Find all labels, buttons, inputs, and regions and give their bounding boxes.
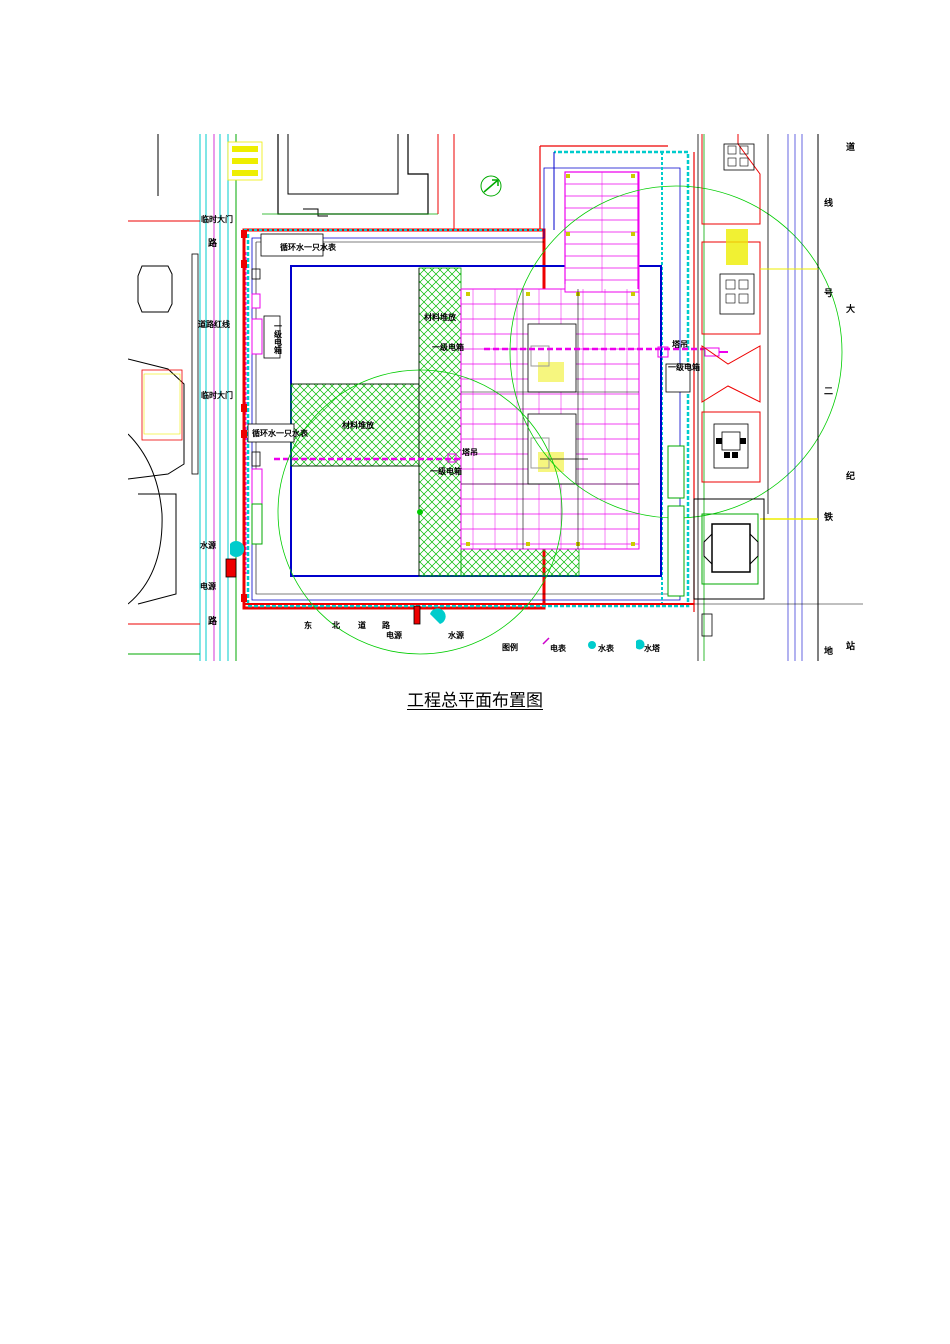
- pipe-label-mid: 循环水一只水表: [251, 428, 309, 438]
- legend-item-water-tower: 水塔: [643, 643, 661, 653]
- site-plan-drawing: 临时大门 临时大门 道路红线 水源 电源 水源 电源 材料堆放 材料堆放 一级电…: [128, 134, 863, 661]
- north-arrow-icon: [480, 175, 502, 197]
- right-buildings: [693, 134, 863, 661]
- pipe-label-top: 循环水一只水表: [279, 242, 337, 252]
- control-point: [631, 174, 635, 178]
- tower-crane-right-label: 塔吊: [672, 339, 688, 349]
- control-point: [466, 292, 470, 296]
- site-plan-svg: 临时大门 临时大门 道路红线 水源 电源 水源 电源 材料堆放 材料堆放 一级电…: [128, 134, 863, 661]
- power-source-left-label: 电源: [200, 581, 216, 591]
- temp-gate-mid-label: 临时大门: [201, 390, 233, 400]
- control-point: [466, 542, 470, 546]
- core-area: [461, 289, 639, 549]
- storage-area-upper-label: 材料堆放: [424, 312, 457, 322]
- control-point: [631, 542, 635, 546]
- bottom-road-char: 北: [332, 620, 340, 630]
- power-source-bottom-label: 电源: [386, 630, 402, 640]
- water-source-bottom-icon: [430, 608, 446, 624]
- tower-crane-icon: [657, 346, 669, 358]
- water-source-left-icon: [230, 541, 245, 557]
- meter-box-inner-lower-label: 一级电箱: [430, 466, 462, 476]
- right-avenue-char: 道: [846, 141, 855, 153]
- bottom-road-labels: 东北道路: [304, 620, 391, 630]
- left-facilities: [225, 230, 446, 625]
- left-street-top-label: 路: [208, 237, 218, 249]
- right-avenue-char: 铁: [824, 511, 833, 523]
- top-building: [227, 134, 668, 230]
- legend-item-water-meter: 水表: [597, 643, 615, 653]
- left-road-lines: [128, 134, 237, 661]
- tower-crane-mid-label: 塔吊: [462, 447, 478, 457]
- control-point: [526, 292, 530, 296]
- storage-area-left-label: 材料堆放: [342, 420, 375, 430]
- bottom-road-char: 路: [382, 620, 391, 630]
- right-avenue-char: 线: [824, 197, 833, 209]
- labels: 临时大门 临时大门 道路红线 水源 电源 水源 电源 材料堆放 材料堆放 一级电…: [198, 214, 700, 640]
- tower-crane-icon-2: [447, 453, 457, 463]
- figure-caption: 工程总平面布置图: [407, 691, 543, 711]
- water-meter-icon: [588, 641, 596, 649]
- bottom-road-char: 道: [358, 620, 366, 630]
- meter-box-top-label: 一级电箱: [273, 322, 283, 355]
- control-point: [566, 232, 570, 236]
- bottom-road-char: 东: [304, 620, 312, 630]
- legend-title: 图例: [502, 642, 518, 652]
- water-source-bottom-label: 水源: [447, 630, 464, 640]
- temp-gate-top-label: 临时大门: [201, 214, 233, 224]
- meter-box-inner-upper-label: 一级电箱: [432, 342, 464, 352]
- meter-icon: [542, 637, 550, 645]
- power-source-left-icon: [225, 558, 237, 578]
- control-point: [566, 174, 570, 178]
- right-avenue-char: 纪: [846, 470, 855, 482]
- right-avenue-char: 站: [846, 640, 855, 652]
- control-point: [631, 292, 635, 296]
- right-avenue-char: 二: [824, 387, 833, 397]
- power-source-bottom-icon: [413, 605, 421, 625]
- legend: 图例 电表 水表 水塔: [502, 637, 661, 653]
- water-source-left-label: 水源: [199, 540, 216, 550]
- water-tower-icon: [636, 639, 645, 650]
- left-street-bottom-label: 路: [208, 615, 218, 627]
- control-point: [526, 542, 530, 546]
- control-point: [631, 232, 635, 236]
- storage-hatch: [290, 267, 580, 577]
- right-avenue-char: 大: [846, 303, 855, 315]
- road-red-line-label: 道路红线: [198, 319, 230, 329]
- right-avenue-char: 地: [824, 645, 833, 657]
- legend-item-meter: 电表: [550, 643, 567, 653]
- meter-box-right-label: 一级电箱: [668, 362, 700, 372]
- right-avenue-char: 号: [824, 288, 833, 299]
- right-facilities: [665, 347, 720, 597]
